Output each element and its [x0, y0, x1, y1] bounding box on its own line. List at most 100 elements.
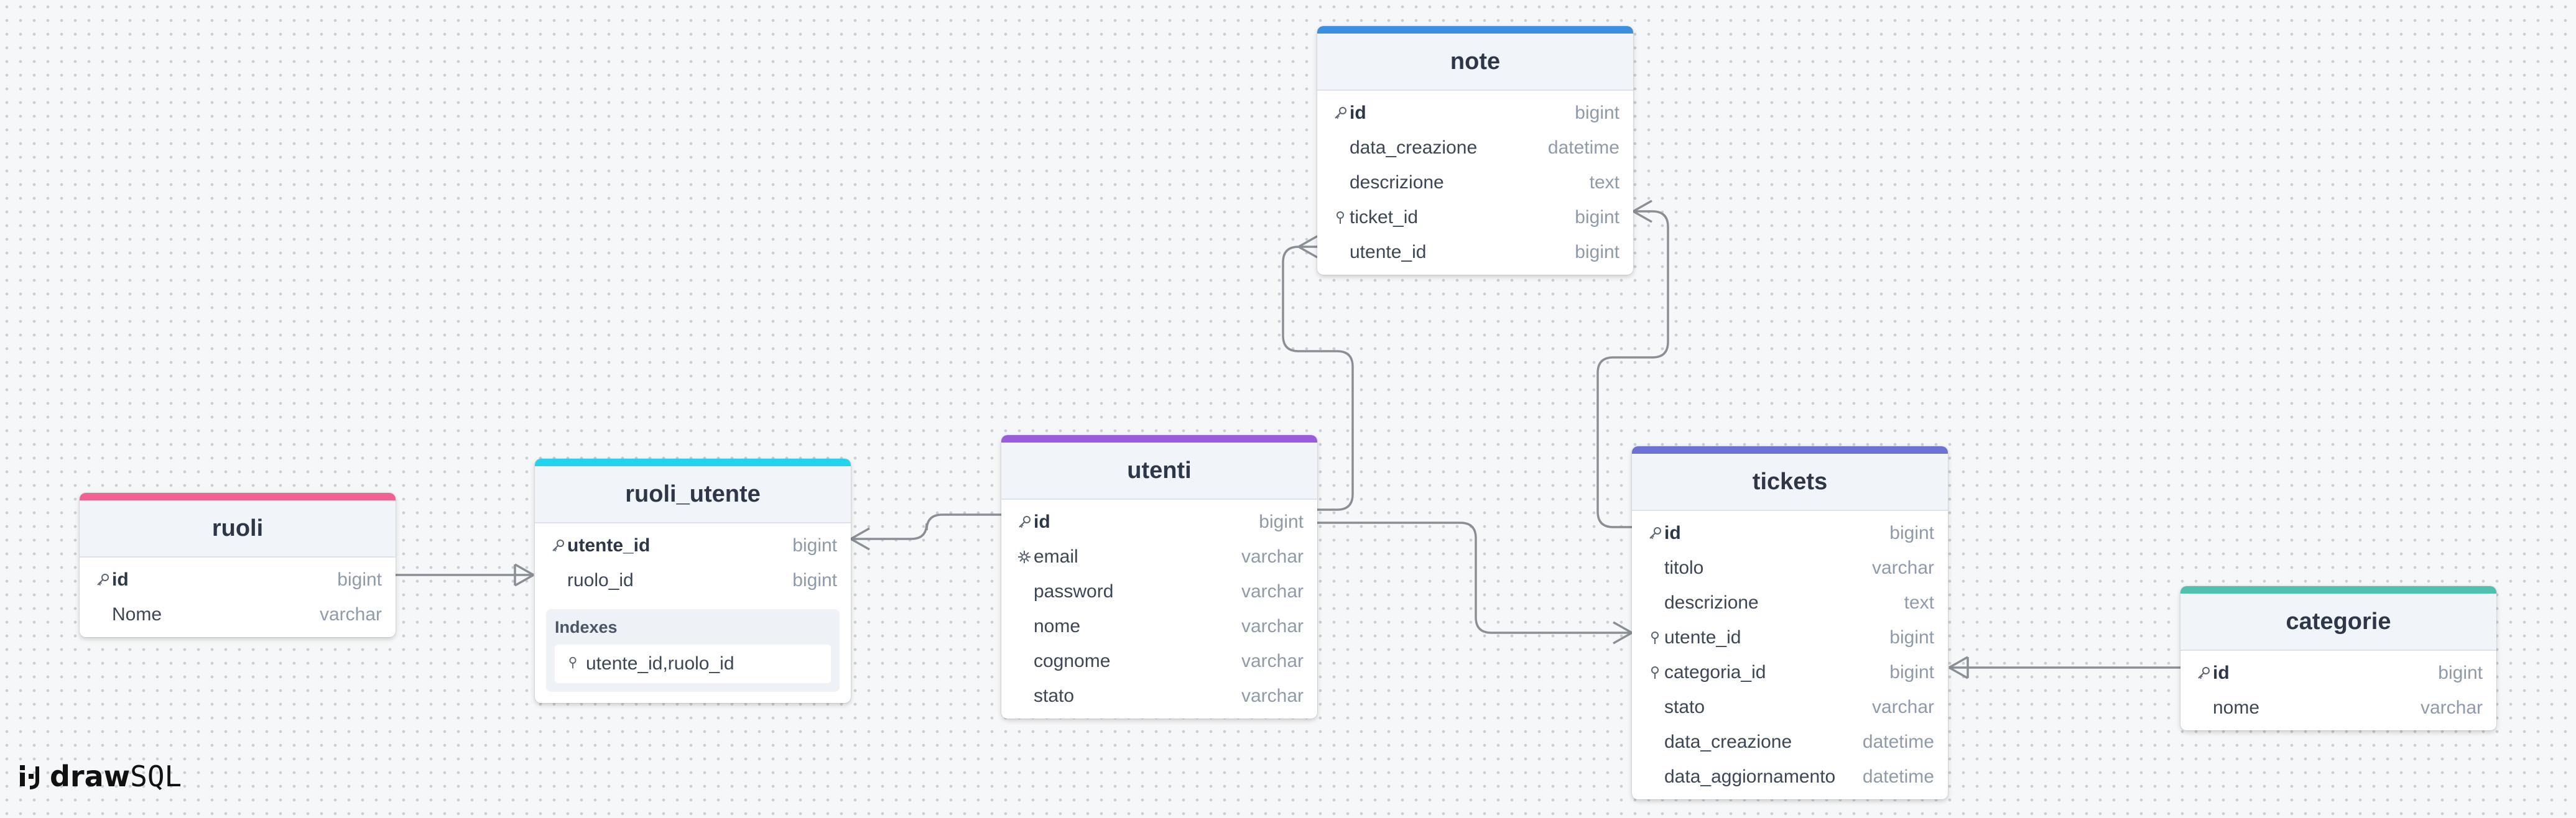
unique-icon: [1015, 540, 1034, 574]
table-color-bar: [1317, 26, 1633, 34]
column-name: id: [2213, 663, 2230, 683]
column-row-ticket_id[interactable]: ticket_id bigint: [1317, 200, 1633, 235]
column-name: descrizione: [1350, 172, 1444, 193]
column-row-utente_id[interactable]: utente_id bigint: [1632, 620, 1948, 655]
column-name: data_aggiornamento: [1664, 766, 1836, 787]
column-type: bigint: [337, 569, 382, 590]
column-type: varchar: [1241, 546, 1304, 567]
column-name: cognome: [1034, 651, 1111, 671]
relationship-utenti-ruoli_utente: [851, 513, 1001, 540]
index-item[interactable]: utente_id,ruolo_id: [555, 645, 831, 683]
table-color-bar: [535, 459, 851, 466]
column-name: stato: [1664, 697, 1705, 717]
column-row-Nome[interactable]: Nome varchar: [80, 597, 396, 632]
table-title[interactable]: ruoli_utente: [535, 466, 851, 523]
column-type: bigint: [1889, 627, 1934, 648]
column-name: id: [112, 569, 129, 590]
column-type: text: [1904, 592, 1934, 613]
index-icon: [1646, 620, 1664, 655]
crowfoot-note-utente: [1298, 235, 1318, 259]
column-type: bigint: [1575, 242, 1619, 262]
column-name: nome: [2213, 697, 2260, 718]
drawsql-logo[interactable]: drawSQL: [17, 760, 182, 793]
table-color-bar: [1001, 435, 1317, 443]
column-type: bigint: [1575, 103, 1619, 123]
column-name: stato: [1034, 686, 1075, 706]
column-row-ruolo_id[interactable]: ruolo_id bigint: [535, 563, 851, 598]
key-icon: [93, 563, 112, 597]
relationship-tickets-note: [1596, 210, 1669, 528]
column-row-id[interactable]: id bigint: [80, 563, 396, 597]
column-type: bigint: [792, 570, 837, 591]
column-type: text: [1589, 172, 1619, 193]
column-type: varchar: [319, 604, 382, 625]
table-color-bar: [2180, 586, 2496, 594]
table-color-bar: [80, 493, 396, 500]
crowfoot-tickets-utente: [1613, 621, 1633, 645]
column-row-stato[interactable]: stato varchar: [1632, 690, 1948, 725]
column-type: varchar: [1871, 697, 1934, 717]
crowfoot-tickets-categoria: [1948, 656, 1969, 679]
column-row-cognome[interactable]: cognome varchar: [1001, 644, 1317, 679]
column-name: ruolo_id: [567, 570, 634, 591]
column-row-id[interactable]: id bigint: [1317, 96, 1633, 131]
key-icon: [1646, 516, 1664, 551]
column-type: varchar: [1241, 616, 1304, 636]
relationship-utenti-tickets: [1317, 522, 1632, 634]
table-title[interactable]: categorie: [2180, 594, 2496, 651]
table-title[interactable]: note: [1317, 34, 1633, 91]
relationship-utenti-note: [1282, 246, 1354, 511]
column-name: utente_id: [1664, 627, 1741, 648]
column-name: id: [1350, 103, 1366, 123]
table-title[interactable]: tickets: [1632, 454, 1948, 511]
logo-text: drawSQL: [50, 760, 182, 793]
table-title[interactable]: utenti: [1001, 443, 1317, 500]
key-icon: [1015, 505, 1034, 540]
table-title[interactable]: ruoli: [80, 500, 396, 558]
column-type: varchar: [1241, 581, 1304, 602]
table-color-bar: [1632, 446, 1948, 454]
key-icon: [1331, 96, 1350, 131]
column-row-utente_id[interactable]: utente_id bigint: [535, 528, 851, 563]
column-type: bigint: [1889, 662, 1934, 682]
indexes-section: Indexes utente_id,ruolo_id: [546, 609, 840, 692]
column-name: Nome: [112, 604, 162, 625]
column-name: ticket_id: [1350, 207, 1419, 227]
column-type: bigint: [792, 535, 837, 556]
indexes-label: Indexes: [555, 618, 618, 636]
column-row-descrizione[interactable]: descrizione text: [1317, 165, 1633, 200]
column-name: id: [1034, 512, 1050, 532]
column-type: bigint: [2438, 663, 2483, 683]
column-type: bigint: [1575, 207, 1619, 227]
column-type: datetime: [1862, 732, 1934, 752]
column-row-id[interactable]: id bigint: [2180, 656, 2496, 691]
index-columns: utente_id,ruolo_id: [586, 653, 734, 674]
column-name: utente_id: [567, 535, 651, 556]
column-type: datetime: [1547, 137, 1619, 158]
crowfoot-ruoli_utente: [514, 563, 534, 587]
column-type: varchar: [1241, 651, 1304, 671]
